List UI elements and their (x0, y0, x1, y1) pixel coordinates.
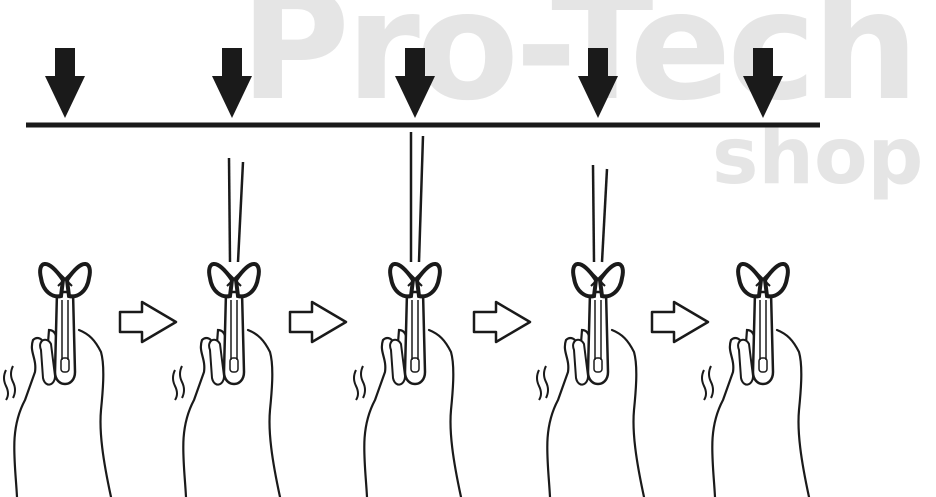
hand-outline (13, 328, 113, 497)
device-body (751, 290, 775, 386)
transition-arrows (118, 300, 710, 344)
down-arrow-icon (578, 48, 618, 118)
hand-outline (546, 328, 646, 497)
vibration-marks (701, 365, 714, 401)
thumb (737, 338, 755, 386)
down-arrow-icon (743, 48, 783, 118)
antenna-wires (591, 164, 609, 263)
device-figure (172, 157, 282, 497)
device-figure (353, 132, 463, 497)
device-figures (3, 132, 811, 497)
thumb (389, 338, 407, 386)
device-figure (701, 262, 811, 497)
device-body (222, 290, 246, 386)
device-figure (3, 262, 113, 497)
hand-outline (711, 328, 811, 497)
vibration-marks (353, 365, 366, 401)
thumb (208, 338, 226, 386)
device-head (571, 262, 625, 299)
device-head (388, 262, 442, 299)
transition-arrow-icon (472, 300, 532, 344)
device-body (403, 290, 427, 386)
down-arrow-icon (45, 48, 85, 118)
thumb (572, 338, 590, 386)
watermark-brand: Pro-Tech (240, 0, 919, 134)
hand-outline (182, 328, 282, 497)
vibration-marks (536, 365, 549, 401)
transition-arrow-icon (650, 300, 710, 344)
antenna-wires (227, 157, 245, 263)
device-body (586, 290, 610, 386)
watermark-sub: shop (712, 112, 924, 202)
vibration-marks (3, 365, 16, 401)
transition-arrow-icon (288, 300, 348, 344)
antenna-wires (409, 132, 425, 263)
transition-arrow-icon (118, 300, 178, 344)
device-body (53, 290, 77, 386)
pressure-arrows (45, 48, 783, 118)
device-figure (536, 164, 646, 497)
down-arrow-icon (212, 48, 252, 118)
device-head (38, 262, 92, 299)
thumb (39, 338, 57, 386)
device-head (736, 262, 790, 299)
vibration-marks (172, 365, 185, 401)
down-arrow-icon (395, 48, 435, 118)
hand-outline (363, 328, 463, 497)
device-head (207, 262, 261, 299)
